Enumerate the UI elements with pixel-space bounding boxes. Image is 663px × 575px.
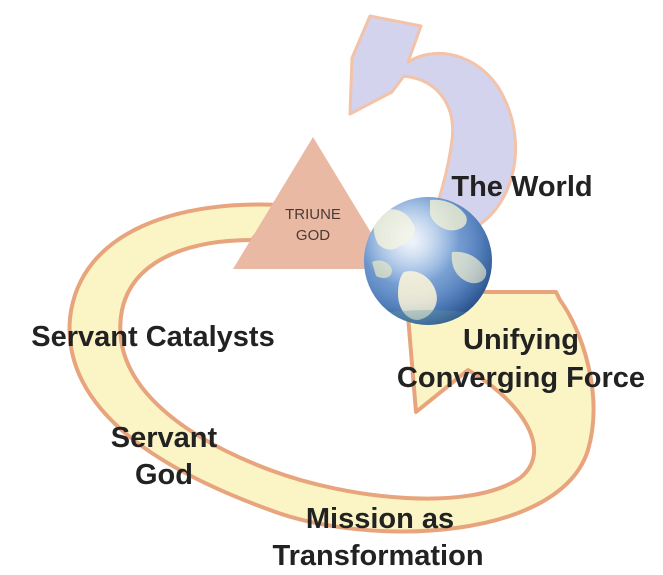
label-transformation: Transformation [272,540,483,572]
label-the-world: The World [451,171,592,203]
triangle-label-line2: GOD [296,227,330,244]
yellow-cycle-arrow [67,202,596,534]
globe-icon [364,197,492,325]
label-mission-as: Mission as [306,503,454,535]
label-converging-force: Converging Force [397,362,645,394]
triangle-label-line1: TRIUNE [285,206,341,223]
label-unifying: Unifying [463,324,579,356]
triune-god-triangle [233,137,393,269]
purple-return-arrow [348,14,518,232]
label-god: God [135,459,193,491]
label-servant-catalysts: Servant Catalysts [31,321,274,353]
label-servant: Servant [111,422,218,454]
